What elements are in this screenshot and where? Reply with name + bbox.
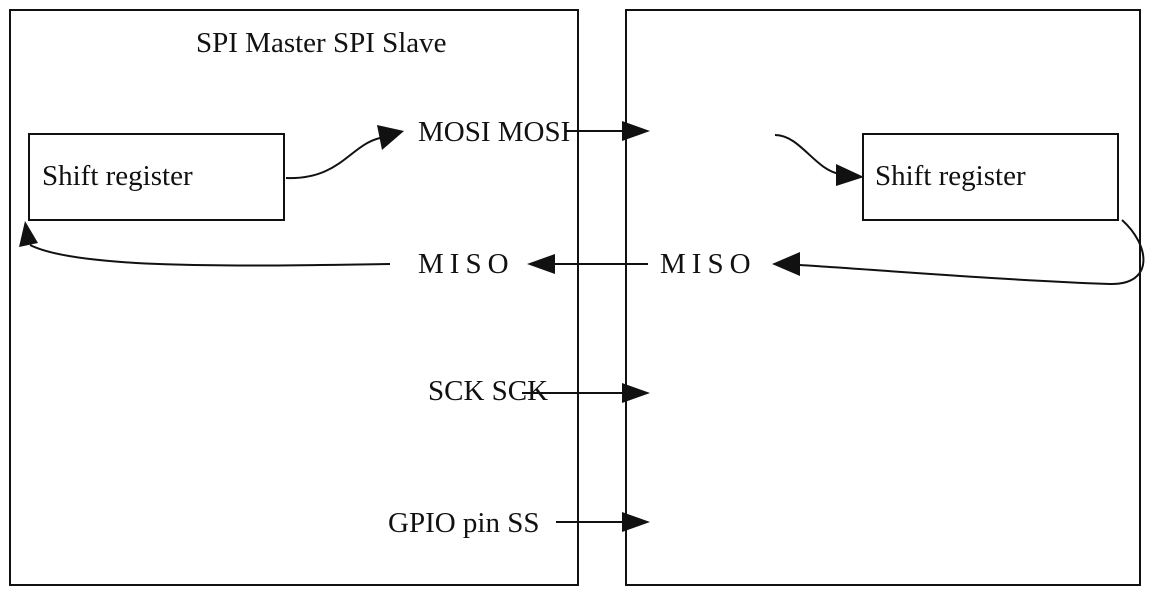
master-shift-to-mosi-wire <box>285 137 381 180</box>
master-shift-register-box <box>28 133 285 221</box>
mosi-label: MOSI MOSI <box>418 116 570 148</box>
slave-shift-to-miso-arrowhead <box>772 252 800 276</box>
slave-shift-to-miso-wire <box>799 219 1145 286</box>
miso-slave-label: MISO <box>660 248 757 280</box>
slave-box <box>625 9 1141 586</box>
miso-to-master-shift-wire <box>29 244 391 267</box>
miso-to-master-shift-arrowhead <box>19 221 38 247</box>
ss-arrowhead <box>622 512 650 532</box>
master-shift-to-mosi-arrowhead <box>377 125 404 150</box>
sck-label: SCK SCK <box>428 375 548 407</box>
sck-arrowhead <box>622 383 650 403</box>
ss-label: GPIO pin SS <box>388 507 540 539</box>
slave-mosi-to-shift-arrowhead <box>836 164 864 186</box>
slave-mosi-to-shift-wire <box>774 134 841 175</box>
master-shift-register-label: Shift register <box>42 160 193 192</box>
diagram-title: SPI Master SPI Slave <box>196 27 447 59</box>
master-box <box>9 9 579 586</box>
mosi-arrowhead <box>622 121 650 141</box>
miso-master-label: MISO <box>418 248 515 280</box>
miso-arrowhead <box>527 254 555 274</box>
slave-shift-register-label: Shift register <box>875 160 1026 192</box>
